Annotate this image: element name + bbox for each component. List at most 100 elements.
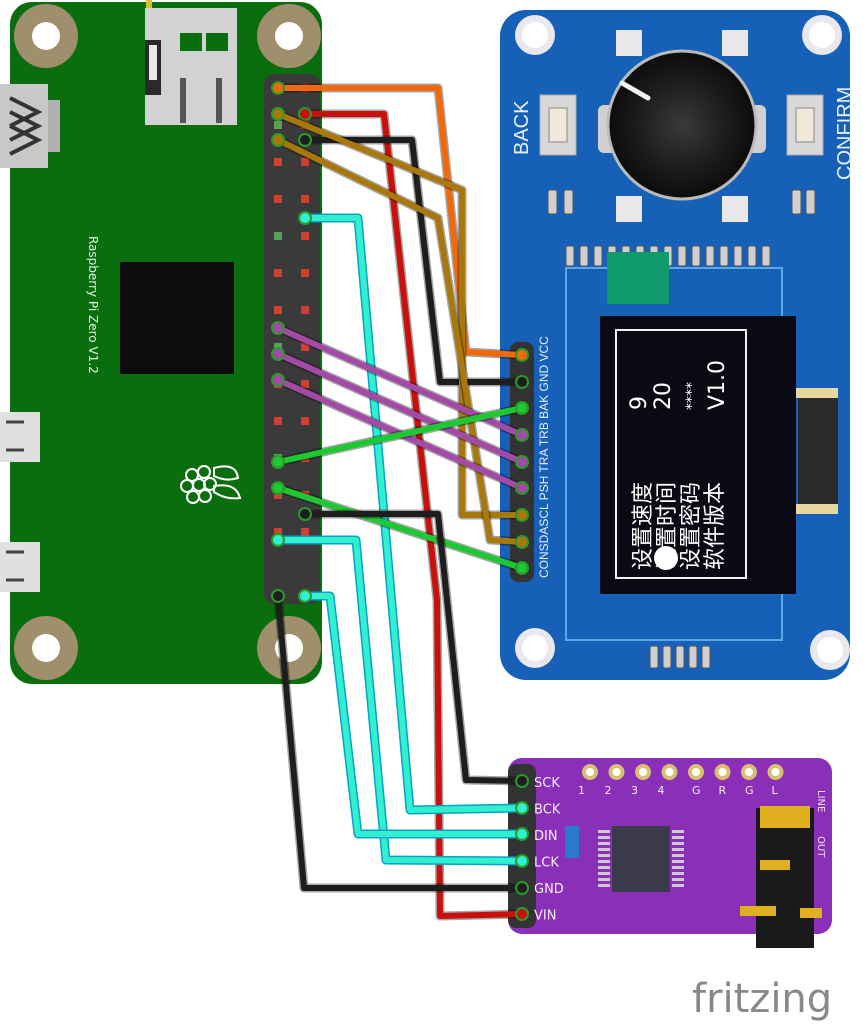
gpio-pin[interactable] xyxy=(301,158,309,166)
smd-resistor xyxy=(733,245,743,267)
dac-top-pad-hole xyxy=(692,768,700,776)
smd-resistor xyxy=(662,645,672,669)
wire-tra-purple[interactable] xyxy=(275,351,525,465)
mount-hole xyxy=(257,4,321,68)
wire-gnd2-black[interactable] xyxy=(275,593,525,891)
gpio-pin[interactable] xyxy=(301,528,309,536)
wire-endpoint xyxy=(271,533,285,547)
rotary-encoder-knob[interactable] xyxy=(606,49,758,201)
smd-resistor xyxy=(579,245,589,267)
oled-display: 9 20 **** V1.0 设置速度 设置时间 设置密码 软件版本 xyxy=(600,316,838,594)
chip-leg xyxy=(598,860,610,863)
dac-top-label: 3 xyxy=(631,784,638,797)
wire-endpoint xyxy=(515,561,529,575)
gpio-pin[interactable] xyxy=(301,343,309,351)
dac-top-label: 1 xyxy=(578,784,585,797)
wire-endpoint xyxy=(271,481,285,495)
gpio-pin[interactable] xyxy=(274,269,282,277)
gpio-pin[interactable] xyxy=(301,306,309,314)
chip-leg xyxy=(598,836,610,839)
wire-endpoint xyxy=(515,401,529,415)
ribbon-tab xyxy=(607,252,669,304)
wire-endpoint xyxy=(298,107,312,121)
gpio-pin[interactable] xyxy=(301,195,309,203)
wire-con-green[interactable] xyxy=(275,485,525,571)
chip-leg xyxy=(672,830,684,833)
gpio-pin[interactable] xyxy=(301,232,309,240)
wire-endpoint xyxy=(515,428,529,442)
smd-resistor xyxy=(805,189,816,215)
gpio-pin[interactable] xyxy=(301,269,309,277)
oled-cursor-dot xyxy=(654,546,678,570)
raspberry-logo-icon xyxy=(180,465,242,504)
dac-pin-label: DIN xyxy=(534,829,558,844)
cpu-chip xyxy=(120,262,234,374)
blue-resistor xyxy=(565,826,579,858)
wire-endpoint xyxy=(298,589,312,603)
wire-lck-cyan[interactable] xyxy=(275,537,525,864)
wire-endpoint xyxy=(515,375,529,389)
mount-hole xyxy=(14,4,78,68)
smd-resistor xyxy=(677,245,687,267)
mount-hole xyxy=(515,628,555,668)
gpio-pin[interactable] xyxy=(274,528,282,536)
dac-top-label: G xyxy=(745,784,754,797)
smd-resistor xyxy=(705,245,715,267)
wire-endpoint xyxy=(515,455,529,469)
smd-resistor xyxy=(761,245,771,267)
smd-resistor xyxy=(547,189,558,215)
line-out-label: OUT xyxy=(815,836,826,858)
line-out-label: LINE xyxy=(815,790,826,812)
gpio-pin[interactable] xyxy=(274,158,282,166)
wire-gnd-black[interactable] xyxy=(302,137,525,385)
wire-endpoint xyxy=(515,801,529,815)
smd-resistor xyxy=(747,245,757,267)
pi-model-label: Raspberry Pi Zero V1.2 xyxy=(86,236,100,374)
wire-endpoint xyxy=(515,348,529,362)
raspberry-pi-board: Raspberry Pi Zero V1.2 xyxy=(0,0,322,684)
wire-bak-green[interactable] xyxy=(275,405,525,465)
back-button[interactable] xyxy=(539,94,577,156)
chip-leg xyxy=(672,836,684,839)
wire-vcc-orange[interactable] xyxy=(275,85,525,358)
dac-top-pad-hole xyxy=(586,768,594,776)
chip-leg xyxy=(672,854,684,857)
dac-pin-label: BCK xyxy=(534,803,561,818)
chip-leg xyxy=(598,872,610,875)
confirm-button[interactable] xyxy=(786,94,824,156)
oled-menu-item: 软件版本 xyxy=(703,482,728,570)
mount-hole xyxy=(810,630,850,670)
gpio-pin[interactable] xyxy=(301,380,309,388)
chip-leg xyxy=(672,866,684,869)
gpio-pin[interactable] xyxy=(274,232,282,240)
wire-endpoint xyxy=(271,133,285,147)
wire-sda-mustard[interactable] xyxy=(275,137,525,545)
wire-sck-black[interactable] xyxy=(302,511,525,784)
wire-din-cyan[interactable] xyxy=(302,593,525,837)
wire-endpoint xyxy=(271,373,285,387)
chip-leg xyxy=(672,884,684,887)
smd-resistor xyxy=(719,245,729,267)
fritzing-watermark: fritzing xyxy=(692,976,832,1022)
oled-menu-item: 设置密码 xyxy=(679,482,704,570)
wire-endpoint xyxy=(271,589,285,603)
gpio-pin[interactable] xyxy=(274,306,282,314)
dac-top-label: G xyxy=(692,784,701,797)
encoder-pad xyxy=(616,196,642,222)
gpio-pin[interactable] xyxy=(274,417,282,425)
gpio-pin[interactable] xyxy=(274,121,282,129)
wire-endpoint xyxy=(298,507,312,521)
chip-leg xyxy=(598,830,610,833)
gpio-pin[interactable] xyxy=(274,195,282,203)
dac-top-label: 4 xyxy=(658,784,665,797)
smd-resistor xyxy=(688,645,698,669)
micro-usb-port xyxy=(0,542,40,592)
wire-5v-red[interactable] xyxy=(302,111,525,919)
wire-endpoint xyxy=(515,774,529,788)
gpio-pin[interactable] xyxy=(301,417,309,425)
encoder-pin-labels: CONSDASCL PSH TRA TRB BAK GND VCC xyxy=(537,336,551,578)
gpio-header xyxy=(264,74,320,604)
dac-top-pad-hole xyxy=(665,768,674,776)
smd-resistor xyxy=(649,645,659,669)
